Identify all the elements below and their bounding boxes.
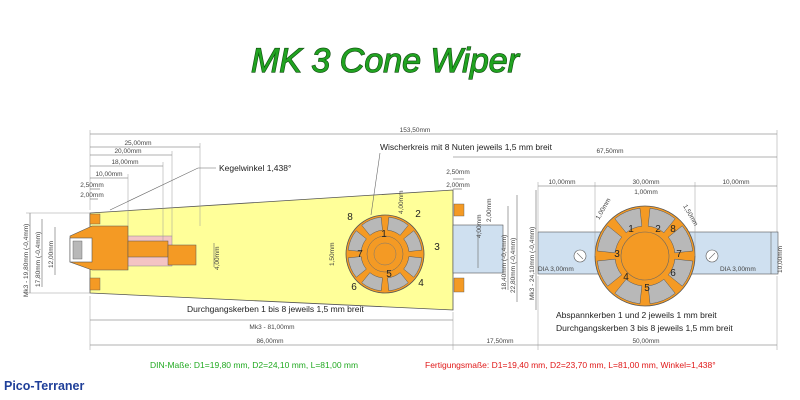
front-dim-1-00-top: 1,00mm [634, 189, 657, 196]
wiper-number-6: 6 [351, 282, 357, 293]
wiper-number-2: 2 [415, 209, 421, 220]
side-wiper-segment [387, 272, 409, 292]
front-wiper-segment [596, 258, 623, 287]
dim-2-50-left: 2,50mm [80, 182, 103, 189]
dim-10: 10,00mm [95, 171, 122, 178]
pad-top-left [89, 213, 101, 225]
front-number-5: 5 [644, 283, 650, 294]
wiper-number-5: 5 [386, 269, 392, 280]
shaft-left [127, 240, 169, 258]
din-masse: DIN-Maße: D1=19,80 mm, D2=24,10 mm, L=81… [150, 360, 358, 370]
front-number-4: 4 [623, 272, 629, 283]
front-dim-30: 30,00mm [632, 179, 659, 186]
front-wiper-segment [667, 225, 694, 254]
side-view: 1 2 3 4 5 6 7 8 [69, 189, 504, 311]
front-inner-circle [620, 231, 670, 281]
dim-2-00-c: 2,00mm [486, 199, 493, 222]
side-wiper-segment [387, 216, 409, 236]
durchgang-side-label: Durchgangskerben 1 bis 8 jeweils 1,5 mm … [187, 304, 364, 314]
dim-2-00-left: 2,00mm [80, 192, 103, 199]
shaft-right [167, 244, 197, 266]
dim-left-12: 12,00mm [48, 241, 55, 268]
dim-right-24-10: Mk3 - 24,10mm (-0,4mm) [529, 227, 536, 300]
dim-4-00-b: 4,00mm [214, 247, 221, 270]
dim-67-50: 67,50mm [596, 148, 623, 155]
wiper-head-slot [72, 240, 83, 260]
front-dim-10-vertical: 10,00mm [777, 246, 784, 273]
front-number-1: 1 [628, 224, 634, 235]
dim-18: 18,00mm [111, 159, 138, 166]
front-wiper-segment [667, 258, 694, 287]
dim-4-00-c: 4,00mm [398, 191, 405, 214]
side-wiper-segment [347, 256, 367, 278]
dia-left-label: DIA 3,00mm [538, 266, 574, 273]
dim-left-17-80: 17,80mm (-0,4mm) [35, 232, 42, 287]
front-dim-10-a: 10,00mm [548, 179, 575, 186]
dim-2-00-right: 2,00mm [446, 182, 469, 189]
dim-bottom-17-50: 17,50mm [486, 338, 513, 345]
dim-25: 25,00mm [124, 140, 151, 147]
front-wiper-segment [647, 278, 676, 305]
wiper-number-7: 7 [357, 249, 363, 260]
front-number-3: 3 [614, 249, 620, 260]
dim-right-18-40: 18,40mm (-0,4mm) [501, 235, 508, 290]
dim-mk3-length: Mk3 - 81,00mm [249, 324, 294, 331]
drawing-title: MK 3 Cone Wiper [251, 42, 521, 80]
side-wiper-segment [403, 256, 423, 278]
front-dim-1-50-right: 1,50mm [681, 204, 699, 228]
side-wiper-segment [347, 230, 367, 252]
pad-bottom-left [89, 277, 101, 291]
wiper-number-3: 3 [434, 242, 440, 253]
side-wiper-segment [361, 272, 383, 292]
front-dim-10-b: 10,00mm [722, 179, 749, 186]
front-number-2: 2 [655, 224, 661, 235]
abspann-label: Abspannkerben 1 und 2 jeweils 1 mm breit [556, 310, 717, 320]
wiper-number-8: 8 [347, 212, 353, 223]
dia-right-label: DIA 3,00mm [720, 266, 756, 273]
dim-1-50: 1,50mm [329, 243, 336, 266]
front-wiper-segment [614, 278, 643, 305]
side-wiper-segment [403, 230, 423, 252]
dim-bottom-86: 86,00mm [256, 338, 283, 345]
wischerkreis-label: Wischerkreis mit 8 Nuten jeweils 1,5 mm … [380, 142, 553, 152]
dim-2-50-right: 2,50mm [446, 169, 469, 176]
side-wiper-segment [361, 216, 383, 236]
front-view: 1 2 3 4 5 6 7 8 DIA 3,00mm DIA 3,00mm [537, 205, 779, 307]
kegelwinkel-label: Kegelwinkel 1,438° [219, 163, 291, 173]
dim-left-19-80: Mk3 - 19,80mm (-0,4mm) [23, 224, 30, 297]
front-number-7: 7 [676, 249, 682, 260]
pad-bottom-right [453, 277, 465, 293]
wiper-number-4: 4 [418, 278, 424, 289]
pad-top-right [453, 203, 465, 217]
dim-right-22-80: 22,80mm (-0,4mm) [510, 238, 517, 293]
brand-name: Pico-Terraner [4, 379, 84, 393]
front-wiper-segment [614, 207, 643, 234]
durchgang-front-label: Durchgangskerben 3 bis 8 jeweils 1,5 mm … [556, 323, 733, 333]
fertigungsmasse: Fertigungsmaße: D1=19,40 mm, D2=23,70 mm… [425, 360, 716, 370]
dim-bottom-50: 50,00mm [632, 338, 659, 345]
front-number-6: 6 [670, 268, 676, 279]
side-dimensions: 153,50mm 25,00mm 20,00mm 18,00mm 10,00mm… [23, 127, 778, 350]
front-dim-1-00-left: 1,00mm [595, 197, 613, 221]
front-number-8: 8 [670, 224, 676, 235]
dim-20: 20,00mm [114, 148, 141, 155]
side-wiper-circle: 1 2 3 4 5 6 7 8 [345, 209, 440, 294]
side-callouts: Kegelwinkel 1,438° Wischerkreis mit 8 Nu… [109, 142, 553, 314]
front-wiper-segment [647, 207, 676, 234]
wiper-number-1: 1 [381, 229, 387, 240]
dim-total: 153,50mm [400, 127, 431, 134]
dim-4-00-a: 4,00mm [476, 215, 483, 238]
front-wiper-segment [596, 225, 623, 254]
